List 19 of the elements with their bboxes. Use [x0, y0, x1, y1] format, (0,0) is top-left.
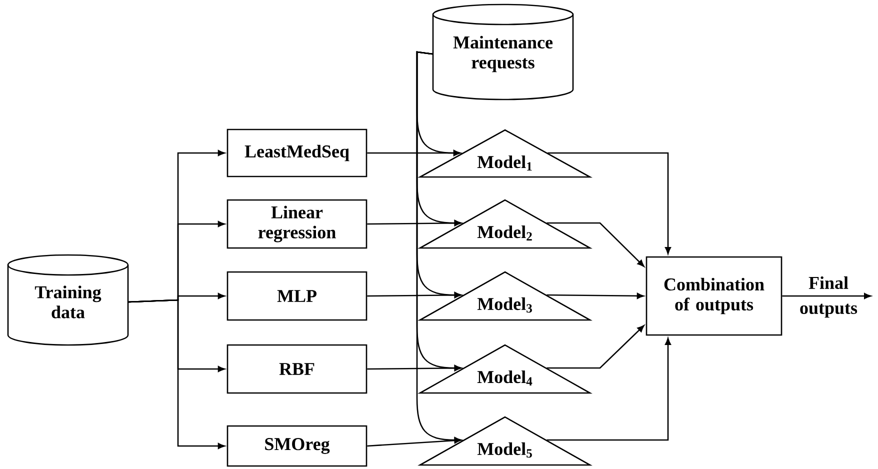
- arrow: [782, 293, 872, 299]
- database-cylinder: Maintenance requests: [432, 4, 574, 100]
- edge-label: Final outputs: [800, 276, 858, 318]
- process-box: Combination of outputs: [646, 256, 782, 336]
- arrow: [546, 325, 644, 369]
- arrow: [546, 338, 671, 441]
- node-label: Training data: [34, 286, 102, 318]
- database-cylinder: Training data: [7, 254, 129, 346]
- process-box: LeastMedSeq: [226, 128, 368, 178]
- process-box: SMOreg: [226, 425, 368, 467]
- process-box: MLP: [226, 271, 368, 321]
- node-label: Maintenance requests: [453, 36, 553, 72]
- arrow: [546, 222, 644, 267]
- process-box: RBF: [226, 344, 368, 394]
- arrow: [548, 152, 671, 254]
- arrow: [546, 292, 644, 299]
- process-box: Linear regression: [226, 199, 368, 249]
- arrow: [416, 51, 462, 443]
- arrow: [128, 299, 225, 449]
